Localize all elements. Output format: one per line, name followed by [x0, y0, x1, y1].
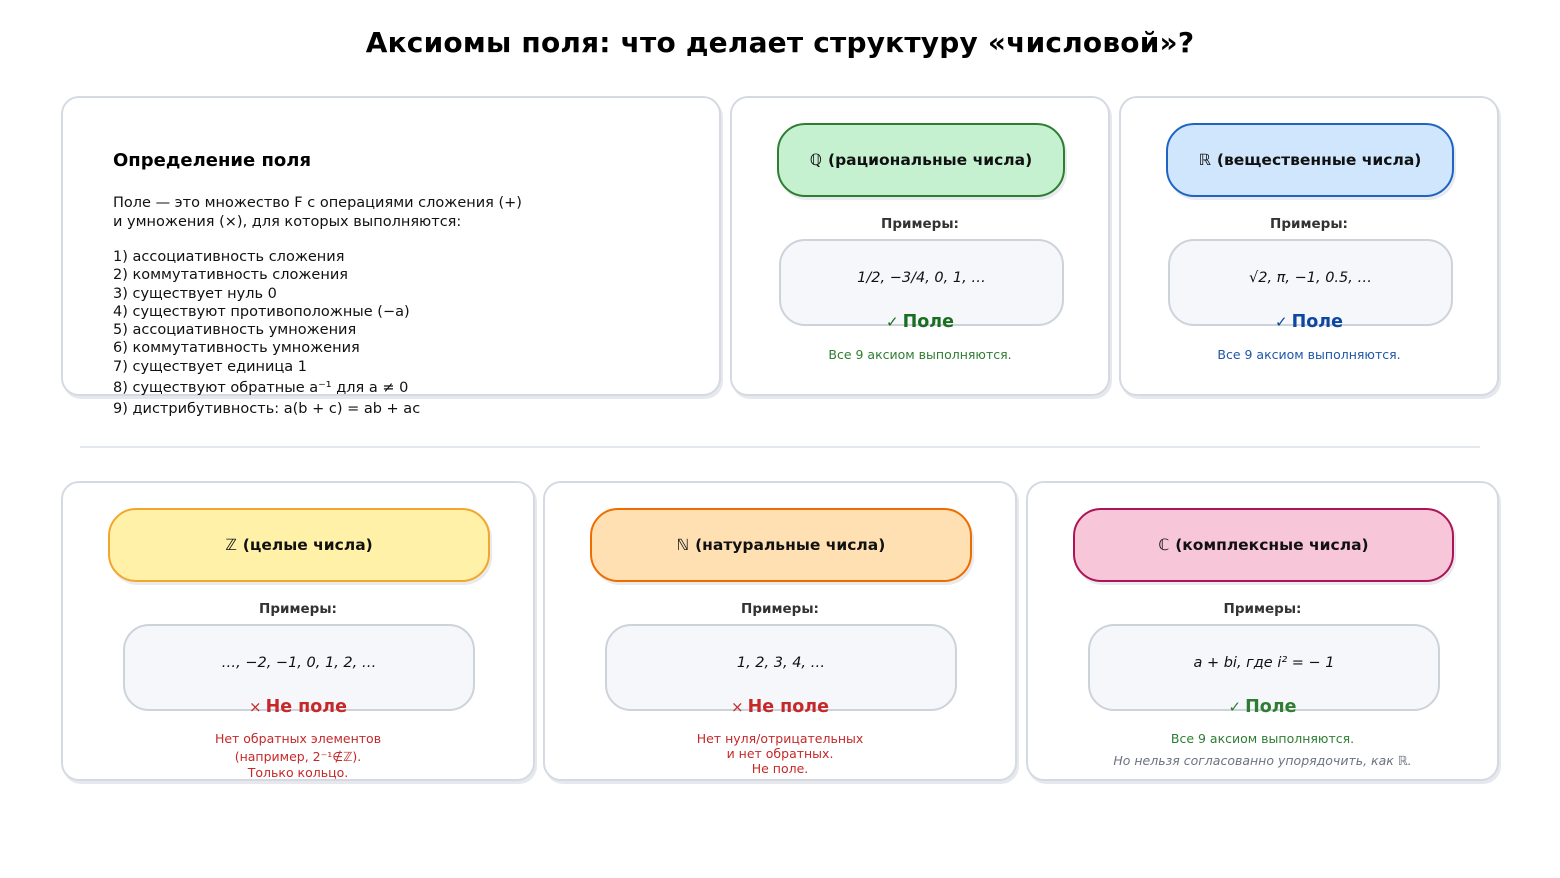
set-name: (комплексные числа) [1175, 536, 1369, 554]
definition-intro: Поле — это множество F с операциями слож… [113, 195, 522, 230]
verdict-note: Не поле. [751, 761, 809, 776]
set-card-complex: ℂ (комплексные числа) Примеры: a + bi, г… [1026, 481, 1499, 781]
verdict-note: Нет обратных элементов [214, 731, 382, 746]
axiom-item: 1) ассоциативность сложения [113, 249, 345, 265]
axiom-item: 8) существуют обратные a⁻¹ для a ≠ 0 [113, 380, 409, 397]
examples-label: Примеры: [1270, 216, 1348, 232]
examples-label: Примеры: [881, 216, 959, 232]
cross-icon: × [249, 698, 262, 716]
axiom-item: 4) существуют противоположные (−a) [113, 303, 410, 320]
set-title-pill: ℚ (рациональные числа) [777, 123, 1065, 197]
verdict-badge: ×Не поле [249, 697, 347, 717]
examples-box: √2, π, −1, 0.5, … [1168, 239, 1453, 326]
verdict-badge: ×Не поле [731, 697, 829, 717]
examples-box: 1, 2, 3, 4, … [605, 624, 957, 711]
examples-label: Примеры: [1223, 601, 1302, 617]
definition-panel: Определение поля Поле — это множество F … [61, 96, 721, 417]
axiom-item: 6) коммутативность умножения [113, 340, 360, 357]
check-icon: ✓ [886, 313, 899, 331]
set-title-pill: ℤ (целые числа) [108, 508, 490, 582]
extra-note: Но нельзя согласованно упорядочить, как … [1113, 753, 1412, 768]
set-title-pill: ℝ (вещественные числа) [1166, 123, 1454, 197]
axiom-list: 1) ассоциативность сложения 2) коммутати… [113, 248, 420, 419]
axiom-item: 7) существует единица 1 [113, 358, 308, 375]
examples-text: 1, 2, 3, 4, … [736, 654, 826, 671]
naturals-symbol-icon: ℕ [676, 536, 690, 554]
page-title: Аксиомы поля: что делает структуру «числ… [365, 26, 1195, 59]
complex-symbol-icon: ℂ [1158, 536, 1170, 554]
set-card-rationals: ℚ (рациональные числа) Примеры: 1/2, −3/… [730, 96, 1110, 396]
verdict-note: Все 9 аксиом выполняются. [1217, 347, 1401, 362]
verdict-note: (например, 2⁻¹∉ℤ). [234, 749, 362, 764]
set-name: (целые числа) [242, 536, 373, 554]
examples-label: Примеры: [259, 601, 337, 617]
axiom-item: 5) ассоциативность умножения [113, 322, 357, 339]
set-card-integers: ℤ (целые числа) Примеры: …, −2, −1, 0, 1… [61, 481, 535, 781]
examples-box: 1/2, −3/4, 0, 1, … [779, 239, 1064, 326]
examples-text: 1/2, −3/4, 0, 1, … [857, 269, 986, 286]
set-title-pill: ℂ (комплексные числа) [1073, 508, 1454, 582]
verdict-note: Нет нуля/отрицательных [696, 731, 864, 746]
axiom-item: 2) коммутативность сложения [113, 267, 348, 284]
set-card-naturals: ℕ (натуральные числа) Примеры: 1, 2, 3, … [543, 481, 1017, 781]
check-icon: ✓ [1228, 698, 1242, 716]
verdict-badge: ✓Поле [1228, 697, 1297, 717]
examples-box: …, −2, −1, 0, 1, 2, … [123, 624, 475, 711]
examples-text: …, −2, −1, 0, 1, 2, … [221, 654, 377, 671]
examples-text: a + bi, где i² = − 1 [1193, 654, 1335, 671]
verdict-badge: ✓Поле [1275, 312, 1343, 332]
set-name: (натуральные числа) [695, 536, 886, 554]
set-name: (вещественные числа) [1216, 151, 1422, 169]
definition-heading: Определение поля [113, 150, 312, 171]
cross-icon: × [731, 698, 744, 716]
rationals-symbol-icon: ℚ [809, 151, 822, 169]
section-divider [80, 446, 1480, 448]
axiom-item: 9) дистрибутивность: a(b + c) = ab + ac [113, 401, 421, 418]
set-title-pill: ℕ (натуральные числа) [590, 508, 972, 582]
check-icon: ✓ [1275, 313, 1288, 331]
verdict-note: Все 9 аксиом выполняются. [828, 347, 1012, 362]
examples-box: a + bi, где i² = − 1 [1088, 624, 1440, 711]
reals-symbol-icon: ℝ [1198, 151, 1211, 169]
set-name: (рациональные числа) [828, 151, 1033, 169]
verdict-note: и нет обратных. [726, 746, 834, 761]
integers-symbol-icon: ℤ [225, 536, 237, 554]
axiom-item: 3) существует нуль 0 [113, 285, 277, 302]
verdict-note: Только кольцо. [247, 765, 349, 780]
examples-text: √2, π, −1, 0.5, … [1248, 269, 1372, 286]
examples-label: Примеры: [741, 601, 819, 617]
set-card-reals: ℝ (вещественные числа) Примеры: √2, π, −… [1119, 96, 1499, 396]
verdict-badge: ✓Поле [886, 312, 954, 332]
verdict-note: Все 9 аксиом выполняются. [1170, 731, 1355, 746]
